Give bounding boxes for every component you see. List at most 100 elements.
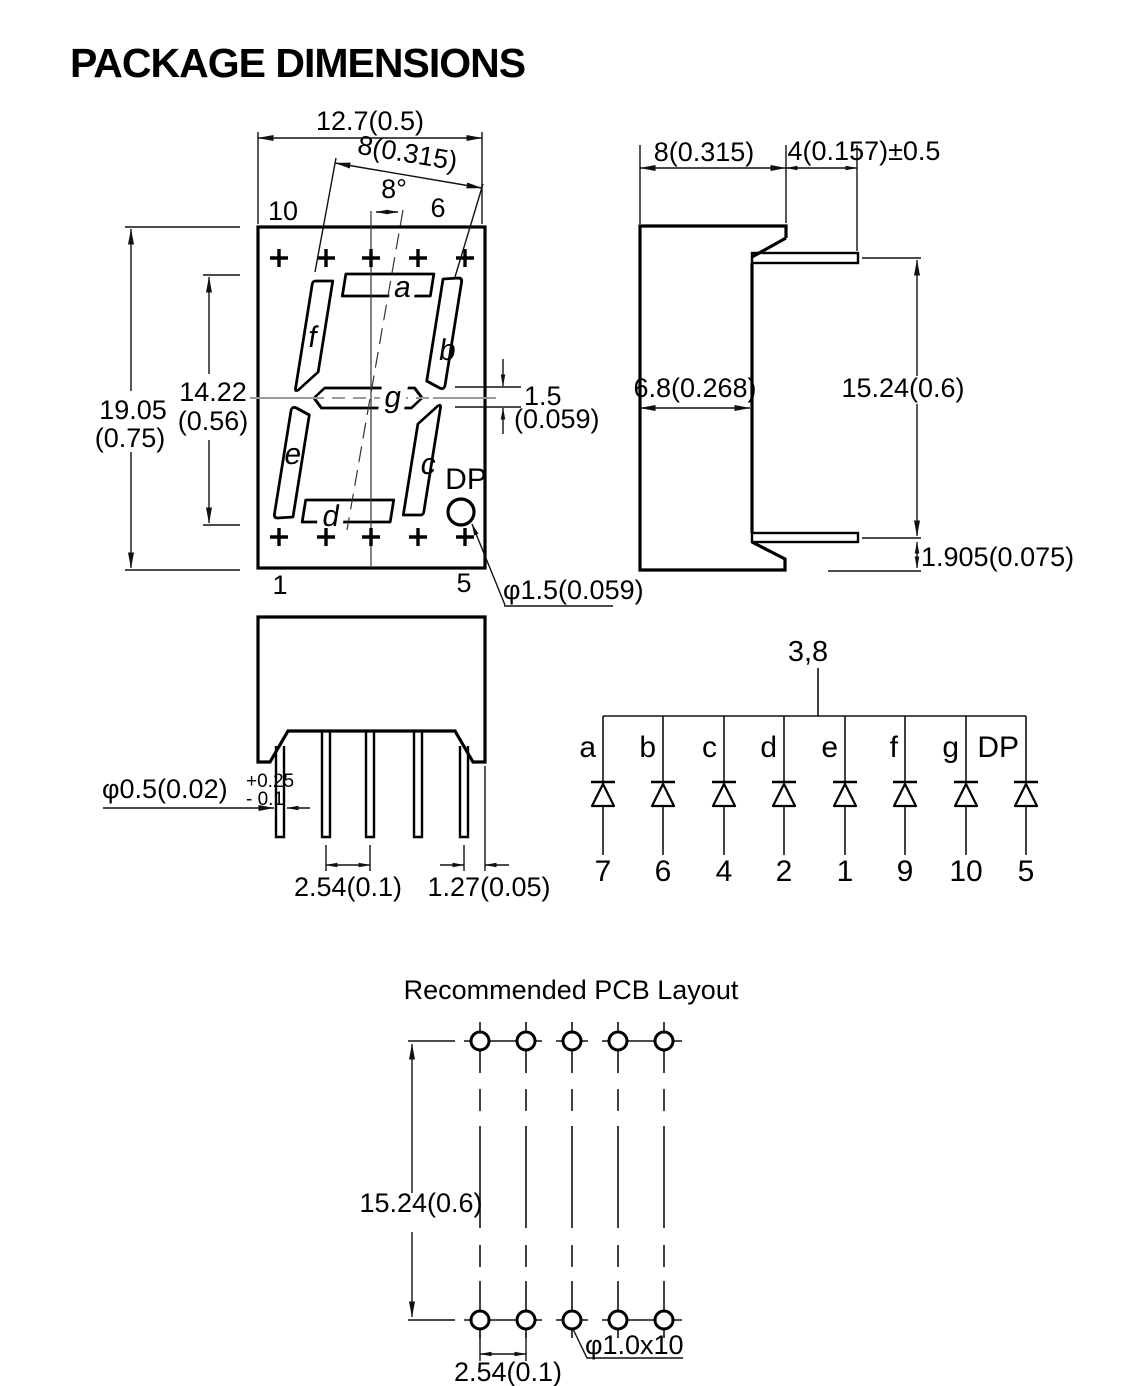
bottom-view: φ0.5(0.02) +0.25 - 0.1 2.54(0.1) 1.27(0.… — [102, 615, 551, 902]
diode-segment-label: g — [942, 731, 959, 764]
diode-segment-label: b — [639, 731, 656, 764]
diode-pin-label: 1 — [837, 855, 854, 888]
dim-standoff-label: 1.905(0.075) — [921, 542, 1074, 572]
dim-edge-label: 1.27(0.05) — [427, 872, 550, 902]
segment-e-shape — [272, 406, 311, 520]
segment-f-shape — [294, 279, 335, 393]
diode-symbol — [953, 782, 979, 808]
diode-symbol — [711, 782, 737, 808]
segment-e-label: e — [282, 438, 304, 471]
dim-pcbpitch-label: 2.54(0.1) — [454, 1357, 562, 1386]
diode-segment-label: d — [760, 731, 777, 764]
dim-charheight-mm: 14.22 — [179, 377, 247, 407]
dim-seggap-in: (0.059) — [514, 404, 600, 434]
segment-g-label: g — [382, 381, 404, 414]
pcb-layout: Recommended PCB Layout 15.24( — [359, 975, 738, 1386]
circuit-diagram: 3,8 a 7 b 6 c 4 d 2 — [579, 636, 1039, 888]
pin10-label: 10 — [268, 196, 298, 226]
segment-c-shape — [401, 403, 442, 517]
label-bg-d — [316, 503, 347, 524]
diode-pin-label: 5 — [1018, 855, 1035, 888]
segment-labels: a f b g e c d — [282, 271, 459, 533]
side-lead-bottom — [750, 531, 860, 544]
common-pins-label: 3,8 — [788, 636, 828, 668]
hole — [469, 1309, 491, 1331]
diode-segment-label: c — [702, 731, 717, 764]
segment-a-label: a — [392, 271, 414, 304]
hole — [653, 1309, 675, 1331]
hole — [607, 1309, 629, 1331]
segment-c-label: c — [418, 448, 438, 481]
diode-pin-label: 7 — [595, 855, 612, 888]
dim-rowspacing-label: 15.24(0.6) — [359, 1188, 482, 1218]
diode-symbol — [832, 782, 858, 808]
side-body-outline — [638, 224, 788, 572]
diode-c: c 4 — [702, 716, 737, 888]
hole-leader — [572, 1328, 683, 1359]
diode-symbol — [650, 782, 676, 808]
label-bg-a — [388, 277, 418, 299]
segment-b-label: b — [437, 334, 459, 367]
dim-depth-label: 6.8(0.268) — [633, 373, 756, 403]
diode-symbol — [1013, 782, 1039, 808]
dim-leadlength-label: 4(0.157)±0.5 — [788, 136, 941, 166]
hole — [515, 1309, 537, 1331]
lead-4 — [412, 731, 424, 839]
pin1-label: 1 — [272, 570, 287, 600]
segment-d-shape — [300, 498, 396, 524]
dim-angle-label: 8° — [381, 174, 407, 204]
diode-a: a 7 — [579, 716, 616, 888]
dim-bodywidth-label: 8(0.315) — [654, 137, 755, 167]
diode-pin-label: 10 — [949, 855, 982, 888]
diode-pin-label: 2 — [776, 855, 793, 888]
dim-leadspacing-label: 15.24(0.6) — [841, 373, 964, 403]
segment-b-shape — [425, 276, 464, 390]
dim-charheight-in: (0.56) — [178, 406, 249, 436]
lead-5 — [458, 746, 470, 839]
dim-leaddia-tolminus: - 0.1 — [246, 789, 284, 810]
hole — [515, 1030, 537, 1052]
ext-line-slant — [454, 183, 484, 278]
side-view: 8(0.315) 4(0.157)±0.5 6.8(0.268) 15.24(0… — [633, 136, 1074, 572]
dim-leaddia-label: φ0.5(0.02) — [102, 774, 228, 804]
diode-g: g 10 — [942, 716, 983, 888]
diode-f: f 9 — [890, 716, 918, 888]
pcb-title: Recommended PCB Layout — [404, 975, 739, 1005]
diode-dp: DP 5 — [977, 716, 1039, 888]
dim-line-span — [334, 162, 483, 189]
diode-segment-label: a — [579, 731, 596, 764]
dim-hole-label: φ1.0x10 — [585, 1330, 684, 1360]
diode-segment-label: f — [890, 731, 899, 764]
diode-symbol — [771, 782, 797, 808]
dp-diameter-label: φ1.5(0.059) — [503, 575, 644, 605]
dim-leaddia-tolplus: +0.25 — [246, 771, 294, 792]
hole — [561, 1309, 583, 1331]
hole — [653, 1030, 675, 1052]
front-view: a f b g e c d DP 10 6 1 5 12.7(0.5) — [95, 106, 644, 607]
dim-height-in: (0.75) — [95, 423, 166, 453]
pin5-label: 5 — [456, 568, 471, 598]
diode-pin-label: 4 — [716, 855, 733, 888]
pcb-centerlines — [479, 1022, 665, 1338]
dp-label: DP — [445, 463, 487, 496]
dim-seggap-mm: 1.5 — [524, 381, 562, 411]
lead-1 — [274, 746, 286, 839]
pin-cross-marks — [270, 249, 474, 546]
diode-b: b 6 — [639, 716, 676, 888]
dp-leader — [471, 523, 506, 606]
dim-pitch-label: 2.54(0.1) — [294, 872, 402, 902]
hole — [561, 1030, 583, 1052]
diode-symbol — [590, 782, 616, 808]
diode-segment-label: DP — [977, 731, 1019, 764]
pin6-label: 6 — [430, 193, 445, 223]
diode-segment-label: e — [821, 731, 838, 764]
ext-line-slant — [314, 157, 337, 273]
diode-pin-label: 6 — [655, 855, 672, 888]
tilt-centerline-dashed — [346, 209, 404, 531]
hole — [607, 1030, 629, 1052]
hole — [469, 1030, 491, 1052]
page-title: PACKAGE DIMENSIONS — [70, 40, 525, 86]
pcb-crosshair-rows — [408, 1040, 682, 1321]
